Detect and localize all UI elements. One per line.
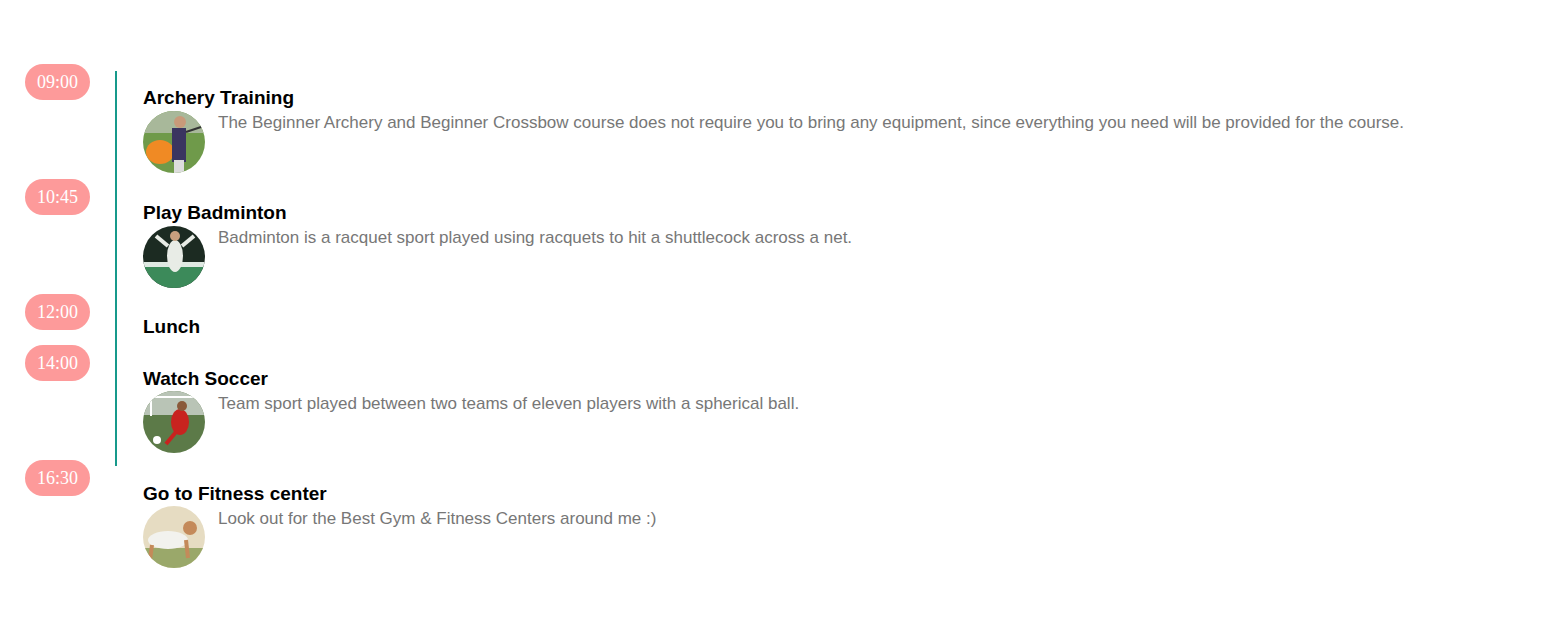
time-text: 14:00 (37, 353, 78, 374)
time-badge: 14:00 (25, 345, 90, 381)
time-badge: 12:00 (25, 294, 90, 330)
time-badge: 10:45 (25, 179, 90, 215)
archery-photo (143, 111, 205, 173)
fitness-photo (143, 506, 205, 568)
time-text: 16:30 (37, 468, 78, 489)
time-text: 10:45 (37, 187, 78, 208)
time-text: 09:00 (37, 72, 78, 93)
event-title: Lunch (143, 316, 200, 338)
event-description: Team sport played between two teams of e… (218, 394, 799, 414)
event-title: Archery Training (143, 87, 294, 109)
timeline-line (115, 71, 117, 466)
time-badge: 16:30 (25, 460, 90, 496)
event-description: Look out for the Best Gym & Fitness Cent… (218, 509, 656, 529)
event-title: Go to Fitness center (143, 483, 327, 505)
event-description: The Beginner Archery and Beginner Crossb… (218, 113, 1404, 133)
event-title: Watch Soccer (143, 368, 268, 390)
time-badge: 09:00 (25, 64, 90, 100)
badminton-photo (143, 226, 205, 288)
event-description: Badminton is a racquet sport played usin… (218, 228, 852, 248)
time-text: 12:00 (37, 302, 78, 323)
soccer-photo (143, 391, 205, 453)
event-title: Play Badminton (143, 202, 287, 224)
